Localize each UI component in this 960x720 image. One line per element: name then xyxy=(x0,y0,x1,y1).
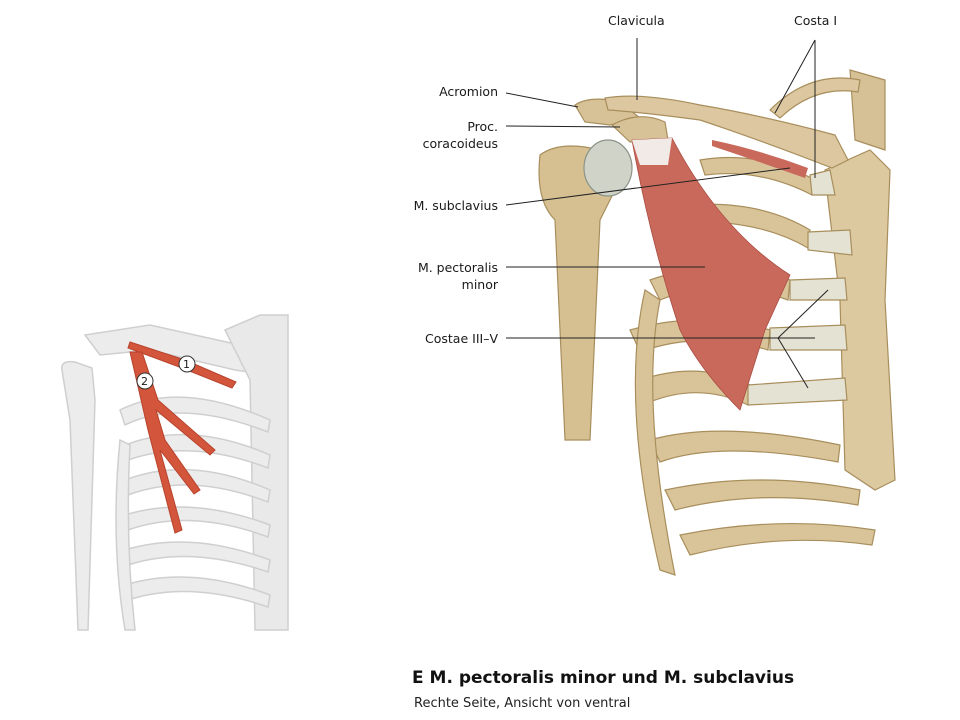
thumbnail-skeleton xyxy=(61,314,289,631)
thumbnail-marker-1 xyxy=(178,355,196,373)
thumbnail-marker-2-text: 2 xyxy=(141,375,148,388)
m-pectoralis-minor xyxy=(631,137,791,411)
thumbnail-marker-1-text: 1 xyxy=(183,358,190,371)
thumb-pectoralis-minor xyxy=(129,351,216,534)
label-m-pectoralis-1: M. pectoralis xyxy=(417,260,498,275)
caption-title: E M. pectoralis minor und M. subclavius xyxy=(412,668,795,688)
label-proc-coracoideus-1: Proc. xyxy=(467,119,498,134)
label-costae: Costae III–V xyxy=(425,331,498,346)
label-clavicula: Clavicula xyxy=(608,13,665,28)
thumbnail-marker-2 xyxy=(136,372,154,390)
label-costa-i: Costa I xyxy=(794,13,838,28)
leader-lines xyxy=(505,38,829,389)
caption-subtitle: Rechte Seite, Ansicht von ventral xyxy=(414,696,631,711)
label-proc-coracoideus-2: coracoideus xyxy=(422,136,498,151)
label-m-pectoralis-2: minor xyxy=(461,277,498,292)
label-m-subclavius: M. subclavius xyxy=(413,198,498,213)
label-acromion: Acromion xyxy=(439,84,498,99)
